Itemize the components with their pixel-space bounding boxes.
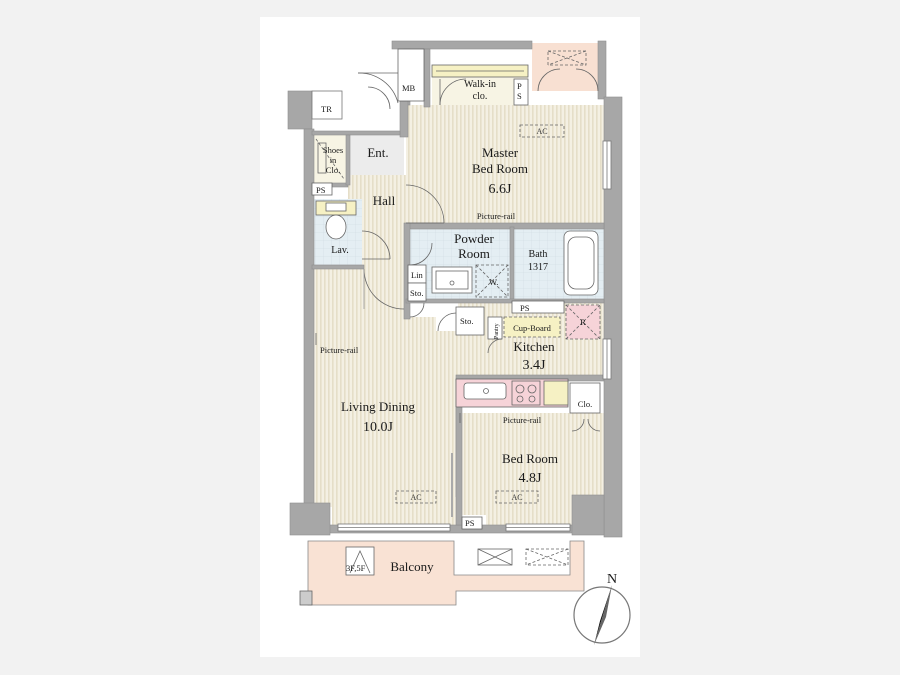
windows xyxy=(337,140,612,532)
tr-label: TR xyxy=(321,104,332,114)
floor-plan: TR MB Walk-in clo. P S AC Master Bed Roo… xyxy=(287,40,631,645)
living-label: Living Dining xyxy=(341,399,416,414)
sto-label-1: Sto. xyxy=(410,288,423,298)
living-area: 10.0J xyxy=(363,420,394,435)
storage-box-floor xyxy=(532,43,598,91)
kitchen-label: Kitchen xyxy=(513,339,555,354)
fixtures xyxy=(299,48,601,606)
master-area: 6.6J xyxy=(489,182,513,197)
lin-label: Lin xyxy=(411,270,424,280)
cupboard-label: Cup-Board xyxy=(513,323,552,333)
washer-label: W. xyxy=(489,277,498,287)
master-label-1: Master xyxy=(482,145,519,160)
entrance-floor xyxy=(348,135,404,175)
floor-plan-sheet: TR MB Walk-in clo. P S AC Master Bed Roo… xyxy=(260,17,640,657)
north-label: N xyxy=(607,572,617,587)
powder-label-1: Powder xyxy=(454,231,494,246)
labels: TR MB Walk-in clo. P S AC Master Bed Roo… xyxy=(316,79,592,574)
pantry-label: Pantry xyxy=(494,323,500,339)
closet-label: Clo. xyxy=(578,399,592,409)
ps-top-p: P xyxy=(517,81,522,91)
balcony-label: Balcony xyxy=(390,559,434,574)
picture-rail-living: Picture-rail xyxy=(320,345,359,355)
sto-label-2: Sto. xyxy=(460,316,473,326)
lav-label: Lav. xyxy=(331,245,348,256)
picture-rail-bedroom: Picture-rail xyxy=(503,415,542,425)
entrance-label: Ent. xyxy=(367,145,388,160)
shoes-label-1: Shoes xyxy=(323,145,343,155)
mb-label: MB xyxy=(402,83,416,93)
ac-bedroom: AC xyxy=(511,493,522,502)
fridge-label: R xyxy=(580,317,586,327)
walkin-label-1: Walk-in xyxy=(464,79,496,90)
kitchen-area: 3.4J xyxy=(523,358,547,373)
balcony-floor xyxy=(307,540,585,606)
living-floor xyxy=(312,269,458,525)
ac-living: AC xyxy=(410,493,421,502)
hall-label: Hall xyxy=(373,193,396,208)
north-needle-shade-icon xyxy=(594,585,612,645)
ps-bottom-label: PS xyxy=(465,518,475,528)
ps-left-label: PS xyxy=(316,185,326,195)
shoes-label-2: in xyxy=(330,155,337,165)
shoes-label-3: Clo. xyxy=(326,165,340,175)
bath-size: 1317 xyxy=(528,262,548,273)
bath-label: Bath xyxy=(529,249,548,260)
ps-kitchen-label: PS xyxy=(520,303,530,313)
walkin-label-2: clo. xyxy=(473,91,488,102)
north-arrow: N xyxy=(573,572,631,645)
stairs-label: 3F,5F xyxy=(346,563,366,573)
bedroom-label: Bed Room xyxy=(502,451,558,466)
bedroom-area: 4.8J xyxy=(519,471,543,486)
ps-top-s: S xyxy=(517,91,522,101)
ac-master: AC xyxy=(536,127,547,136)
master-label-2: Bed Room xyxy=(472,161,528,176)
powder-label-2: Room xyxy=(458,246,490,261)
picture-rail-master: Picture-rail xyxy=(477,211,516,221)
